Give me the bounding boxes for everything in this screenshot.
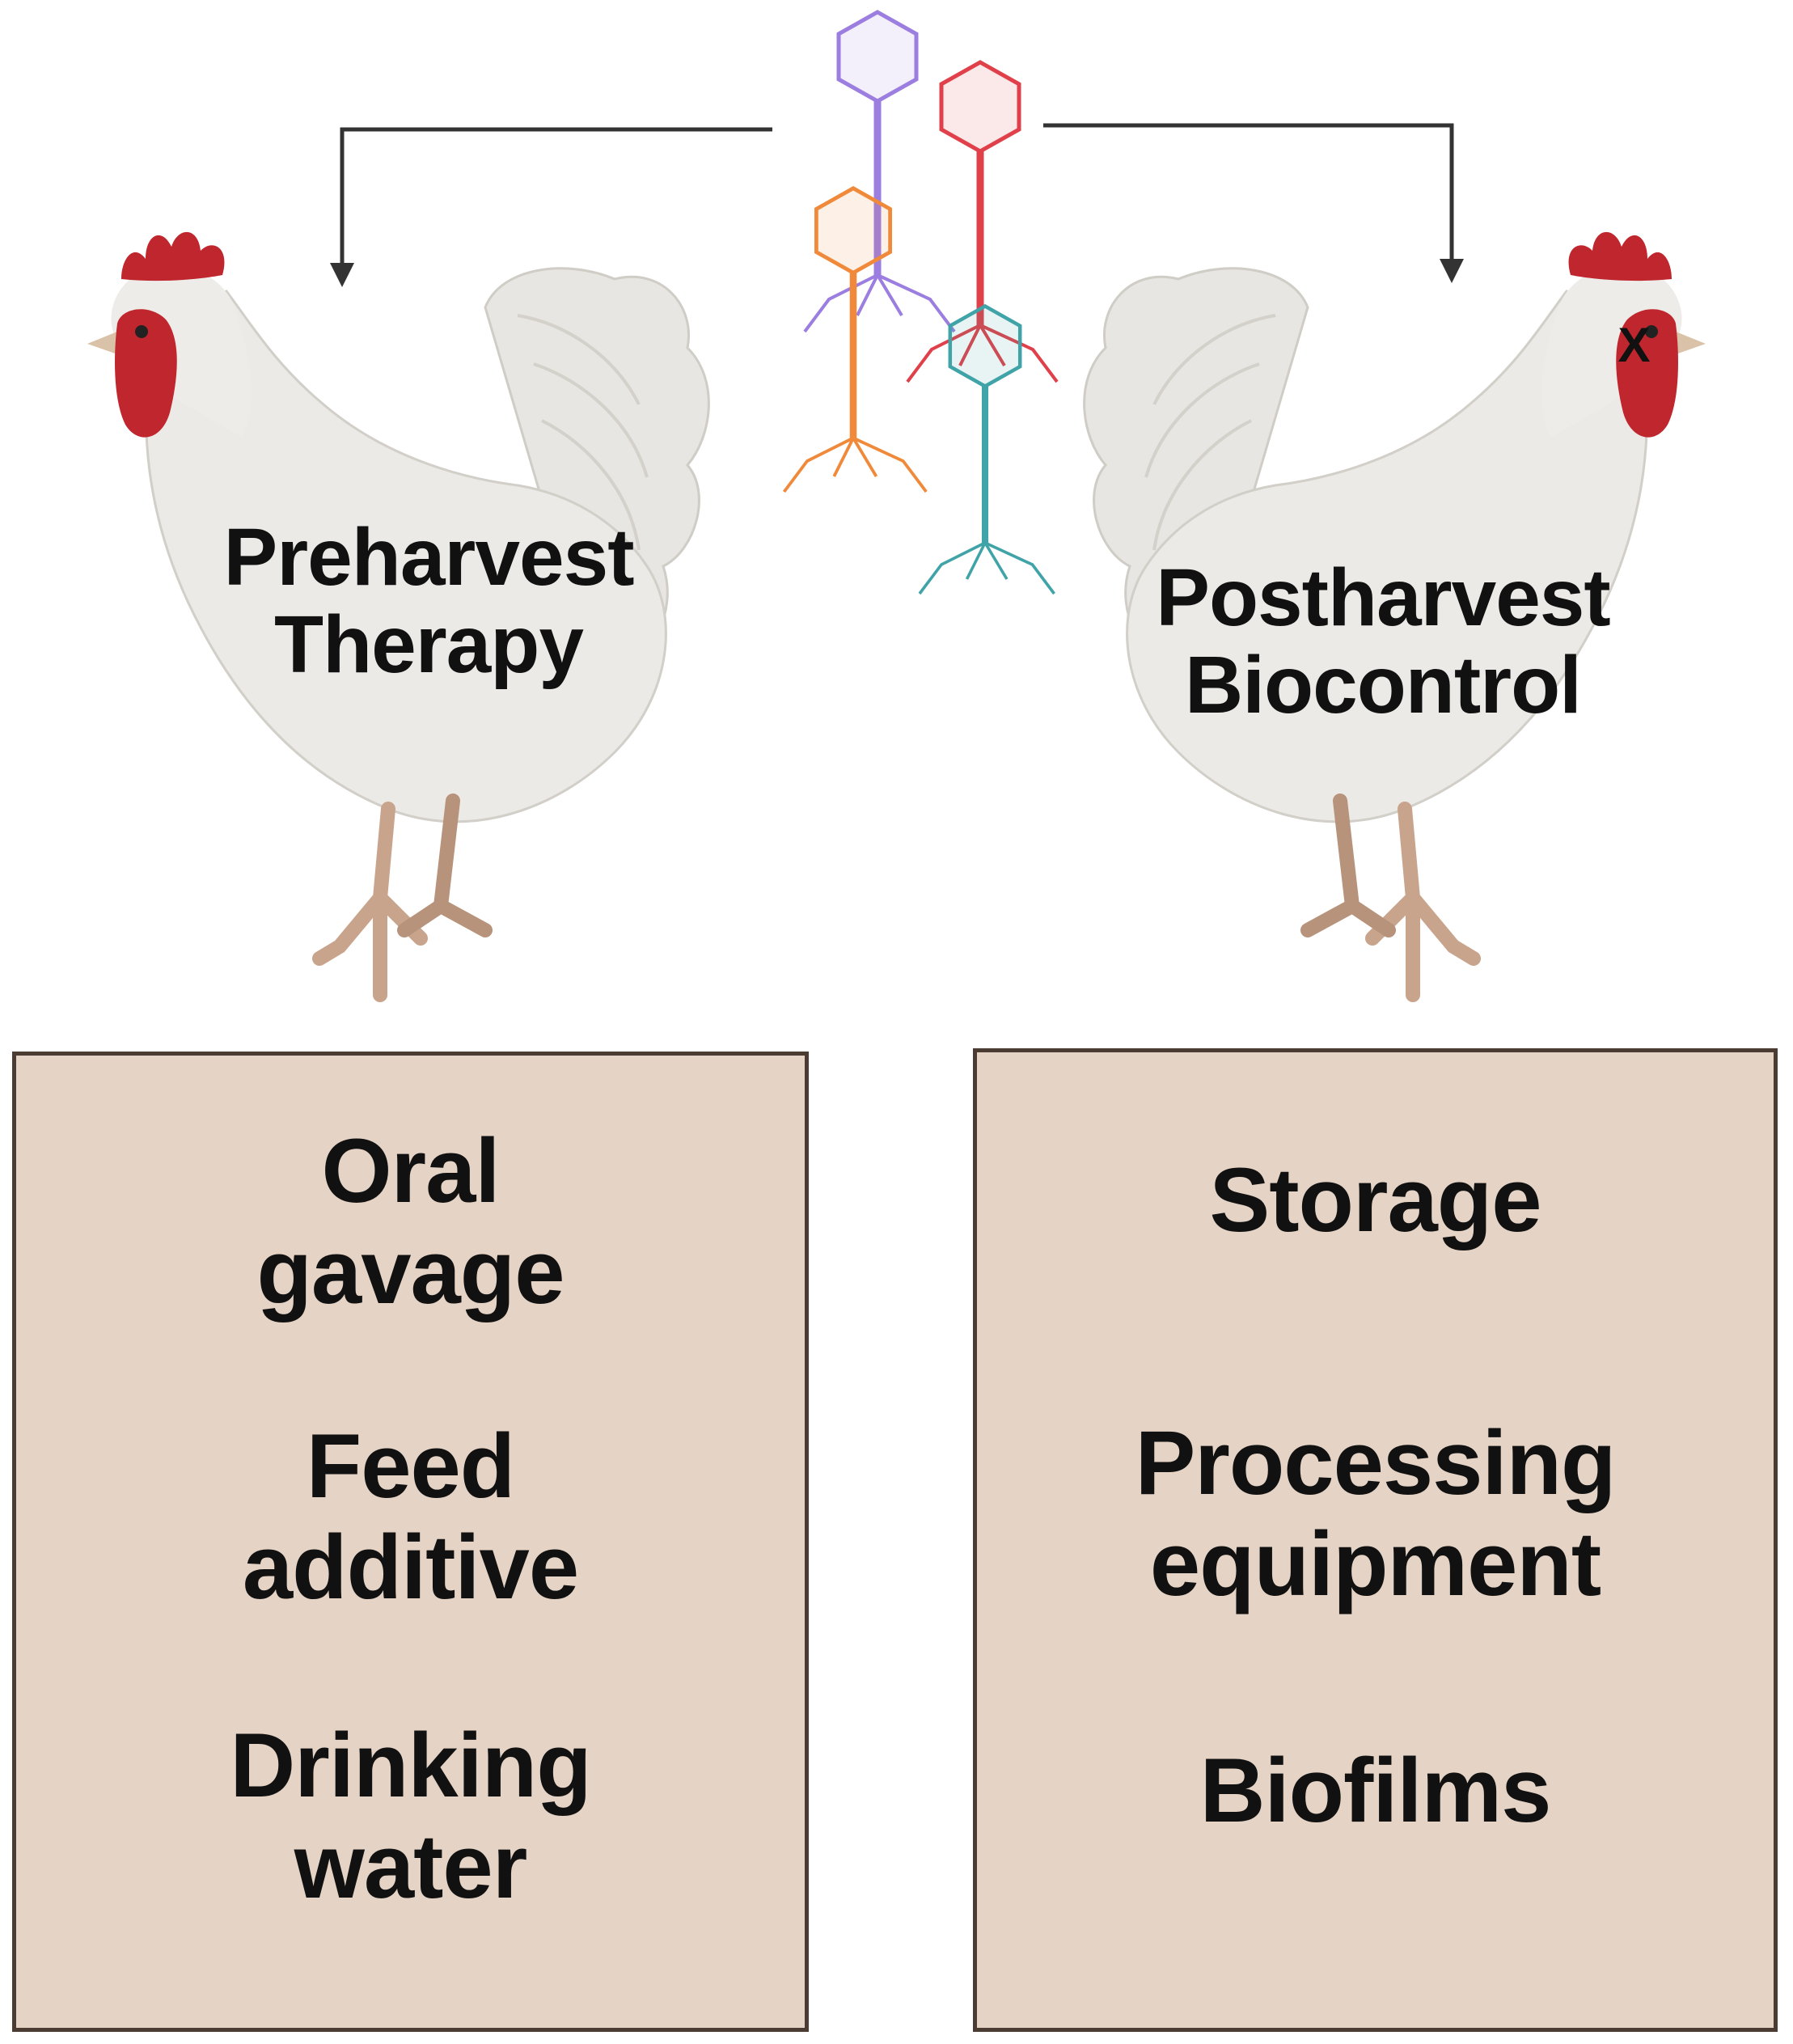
bacteriophage-icon [784,188,927,492]
preharvest-title-line2: Therapy [273,599,584,690]
list-item: Biofilms [1199,1740,1552,1841]
list-item: Storage [1209,1149,1542,1251]
postharvest-title-line1: Postharvest [1156,552,1610,643]
postharvest-title: Postharvest Biocontrol [1108,554,1658,729]
arrow-to-postharvest [1043,123,1464,283]
preharvest-title: Preharvest Therapy [178,514,679,688]
postharvest-title-line2: Biocontrol [1185,640,1582,730]
preharvest-title-line1: Preharvest [223,512,635,603]
bacteriophage-icon [805,12,954,332]
x-mark: X [1618,318,1650,372]
arrow-to-preharvest [330,127,772,287]
